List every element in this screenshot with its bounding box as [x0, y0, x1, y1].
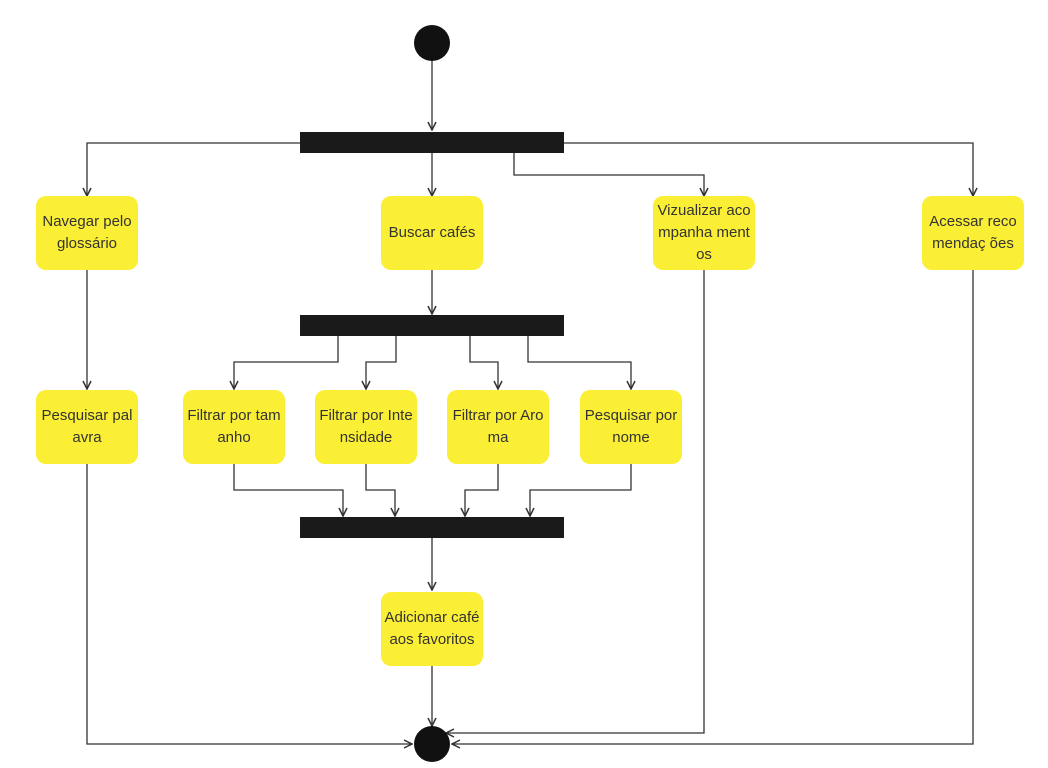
edge-intensidade-join	[365, 464, 395, 516]
join-bar-filters	[300, 517, 564, 538]
edge-acessar-end	[452, 270, 974, 744]
end-node	[414, 726, 450, 762]
edge-nome-join	[530, 464, 632, 516]
activity-filtrar-aroma: Filtrar por Aroma	[447, 390, 549, 464]
edge-fork1-navegar	[87, 142, 300, 196]
edge-fork1-acessar	[564, 142, 973, 196]
activity-pesquisar-nome: Pesquisar por nome	[580, 390, 682, 464]
activity-navegar-glossario: Navegar pelo glossário	[36, 196, 138, 270]
edge-fork1-vizualizar	[513, 153, 704, 196]
edge-vizualizar-end	[446, 270, 705, 733]
edge-fork2-tamanho	[234, 336, 339, 389]
start-node	[414, 25, 450, 61]
activity-vizualizar-acompanhamentos: Vizualizar acompanha mentos	[653, 196, 755, 270]
activity-filtrar-intensidade: Filtrar por Intensidade	[315, 390, 417, 464]
fork-bar-filters	[300, 315, 564, 336]
activity-pesquisar-palavra: Pesquisar palavra	[36, 390, 138, 464]
activity-acessar-recomendacoes: Acessar recomendaç ões	[922, 196, 1024, 270]
edge-fork2-nome	[527, 336, 631, 389]
activity-buscar-cafes: Buscar cafés	[381, 196, 483, 270]
edge-aroma-join	[465, 464, 499, 516]
edge-fork2-aroma	[469, 336, 498, 389]
fork-bar-main	[300, 132, 564, 153]
edge-pesquisar-end	[86, 464, 412, 744]
activity-filtrar-tamanho: Filtrar por tamanho	[183, 390, 285, 464]
activity-adicionar-favoritos: Adicionar café aos favoritos	[381, 592, 483, 666]
edge-tamanho-join	[233, 464, 343, 516]
edge-fork2-intensidade	[366, 336, 397, 389]
